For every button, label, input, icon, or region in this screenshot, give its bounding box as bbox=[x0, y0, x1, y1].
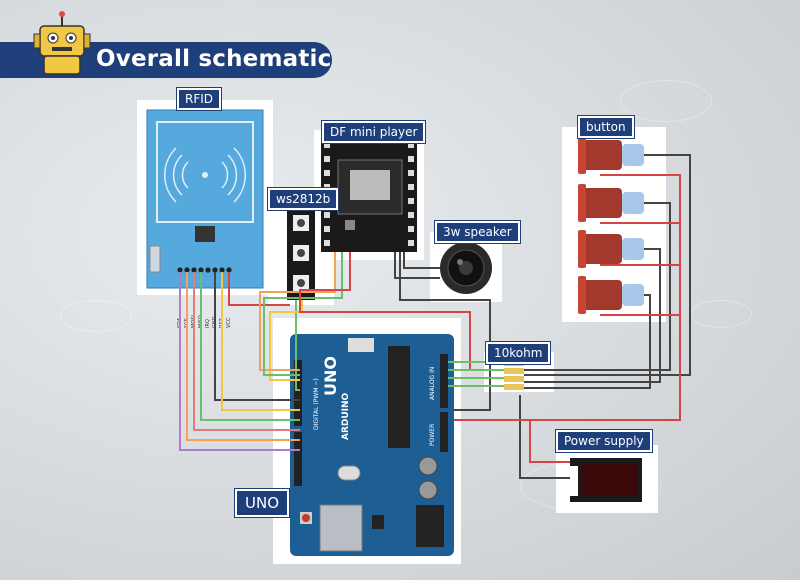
board-analog-text: ANALOG IN bbox=[429, 367, 436, 400]
board-model-text: UNO bbox=[321, 356, 340, 396]
arduino-uno-board bbox=[290, 334, 454, 556]
speaker-label: 3w speaker bbox=[435, 221, 520, 243]
wire-mosi bbox=[193, 272, 300, 431]
button-label: button bbox=[578, 116, 634, 138]
page-title: Overall schematic bbox=[96, 46, 332, 72]
rfid-module bbox=[146, 109, 264, 289]
wire-vcc bbox=[228, 272, 290, 306]
resistor-label: 10kohm bbox=[486, 342, 551, 364]
power-supply-unit bbox=[570, 458, 642, 502]
speaker-icon bbox=[440, 242, 492, 294]
uno-label: UNO bbox=[235, 489, 290, 517]
df-player-label: DF mini player bbox=[322, 121, 426, 143]
power-supply-label: Power supply bbox=[556, 430, 652, 452]
resistor-array bbox=[504, 360, 524, 390]
wire-miso bbox=[200, 272, 300, 421]
wiring bbox=[179, 154, 691, 479]
rfid-pin-label: VCC bbox=[226, 317, 232, 328]
background-drop bbox=[60, 300, 132, 332]
arcade-buttons bbox=[578, 136, 644, 314]
arcade-button bbox=[578, 230, 644, 268]
rfid-label: RFID bbox=[177, 88, 222, 110]
arcade-button bbox=[578, 184, 644, 222]
arcade-button bbox=[578, 136, 644, 174]
board-power-text: POWER bbox=[429, 424, 436, 446]
wire-sda bbox=[179, 272, 300, 451]
df-mini-player-module bbox=[321, 140, 417, 252]
arcade-button bbox=[578, 276, 644, 314]
wire-sck bbox=[186, 272, 300, 441]
wire-gnd bbox=[214, 272, 300, 401]
background-drop bbox=[620, 80, 712, 122]
board-brand-text: ARDUINO bbox=[341, 392, 351, 440]
rfid-pin-label: IRQ bbox=[205, 319, 211, 328]
ws2812b-strip bbox=[287, 208, 315, 300]
board-digital-text: DIGITAL (PWM ~) bbox=[313, 378, 320, 430]
ws2812b-label: ws2812b bbox=[268, 188, 339, 210]
wire-led-data bbox=[295, 300, 300, 391]
wire-rst bbox=[221, 272, 300, 411]
